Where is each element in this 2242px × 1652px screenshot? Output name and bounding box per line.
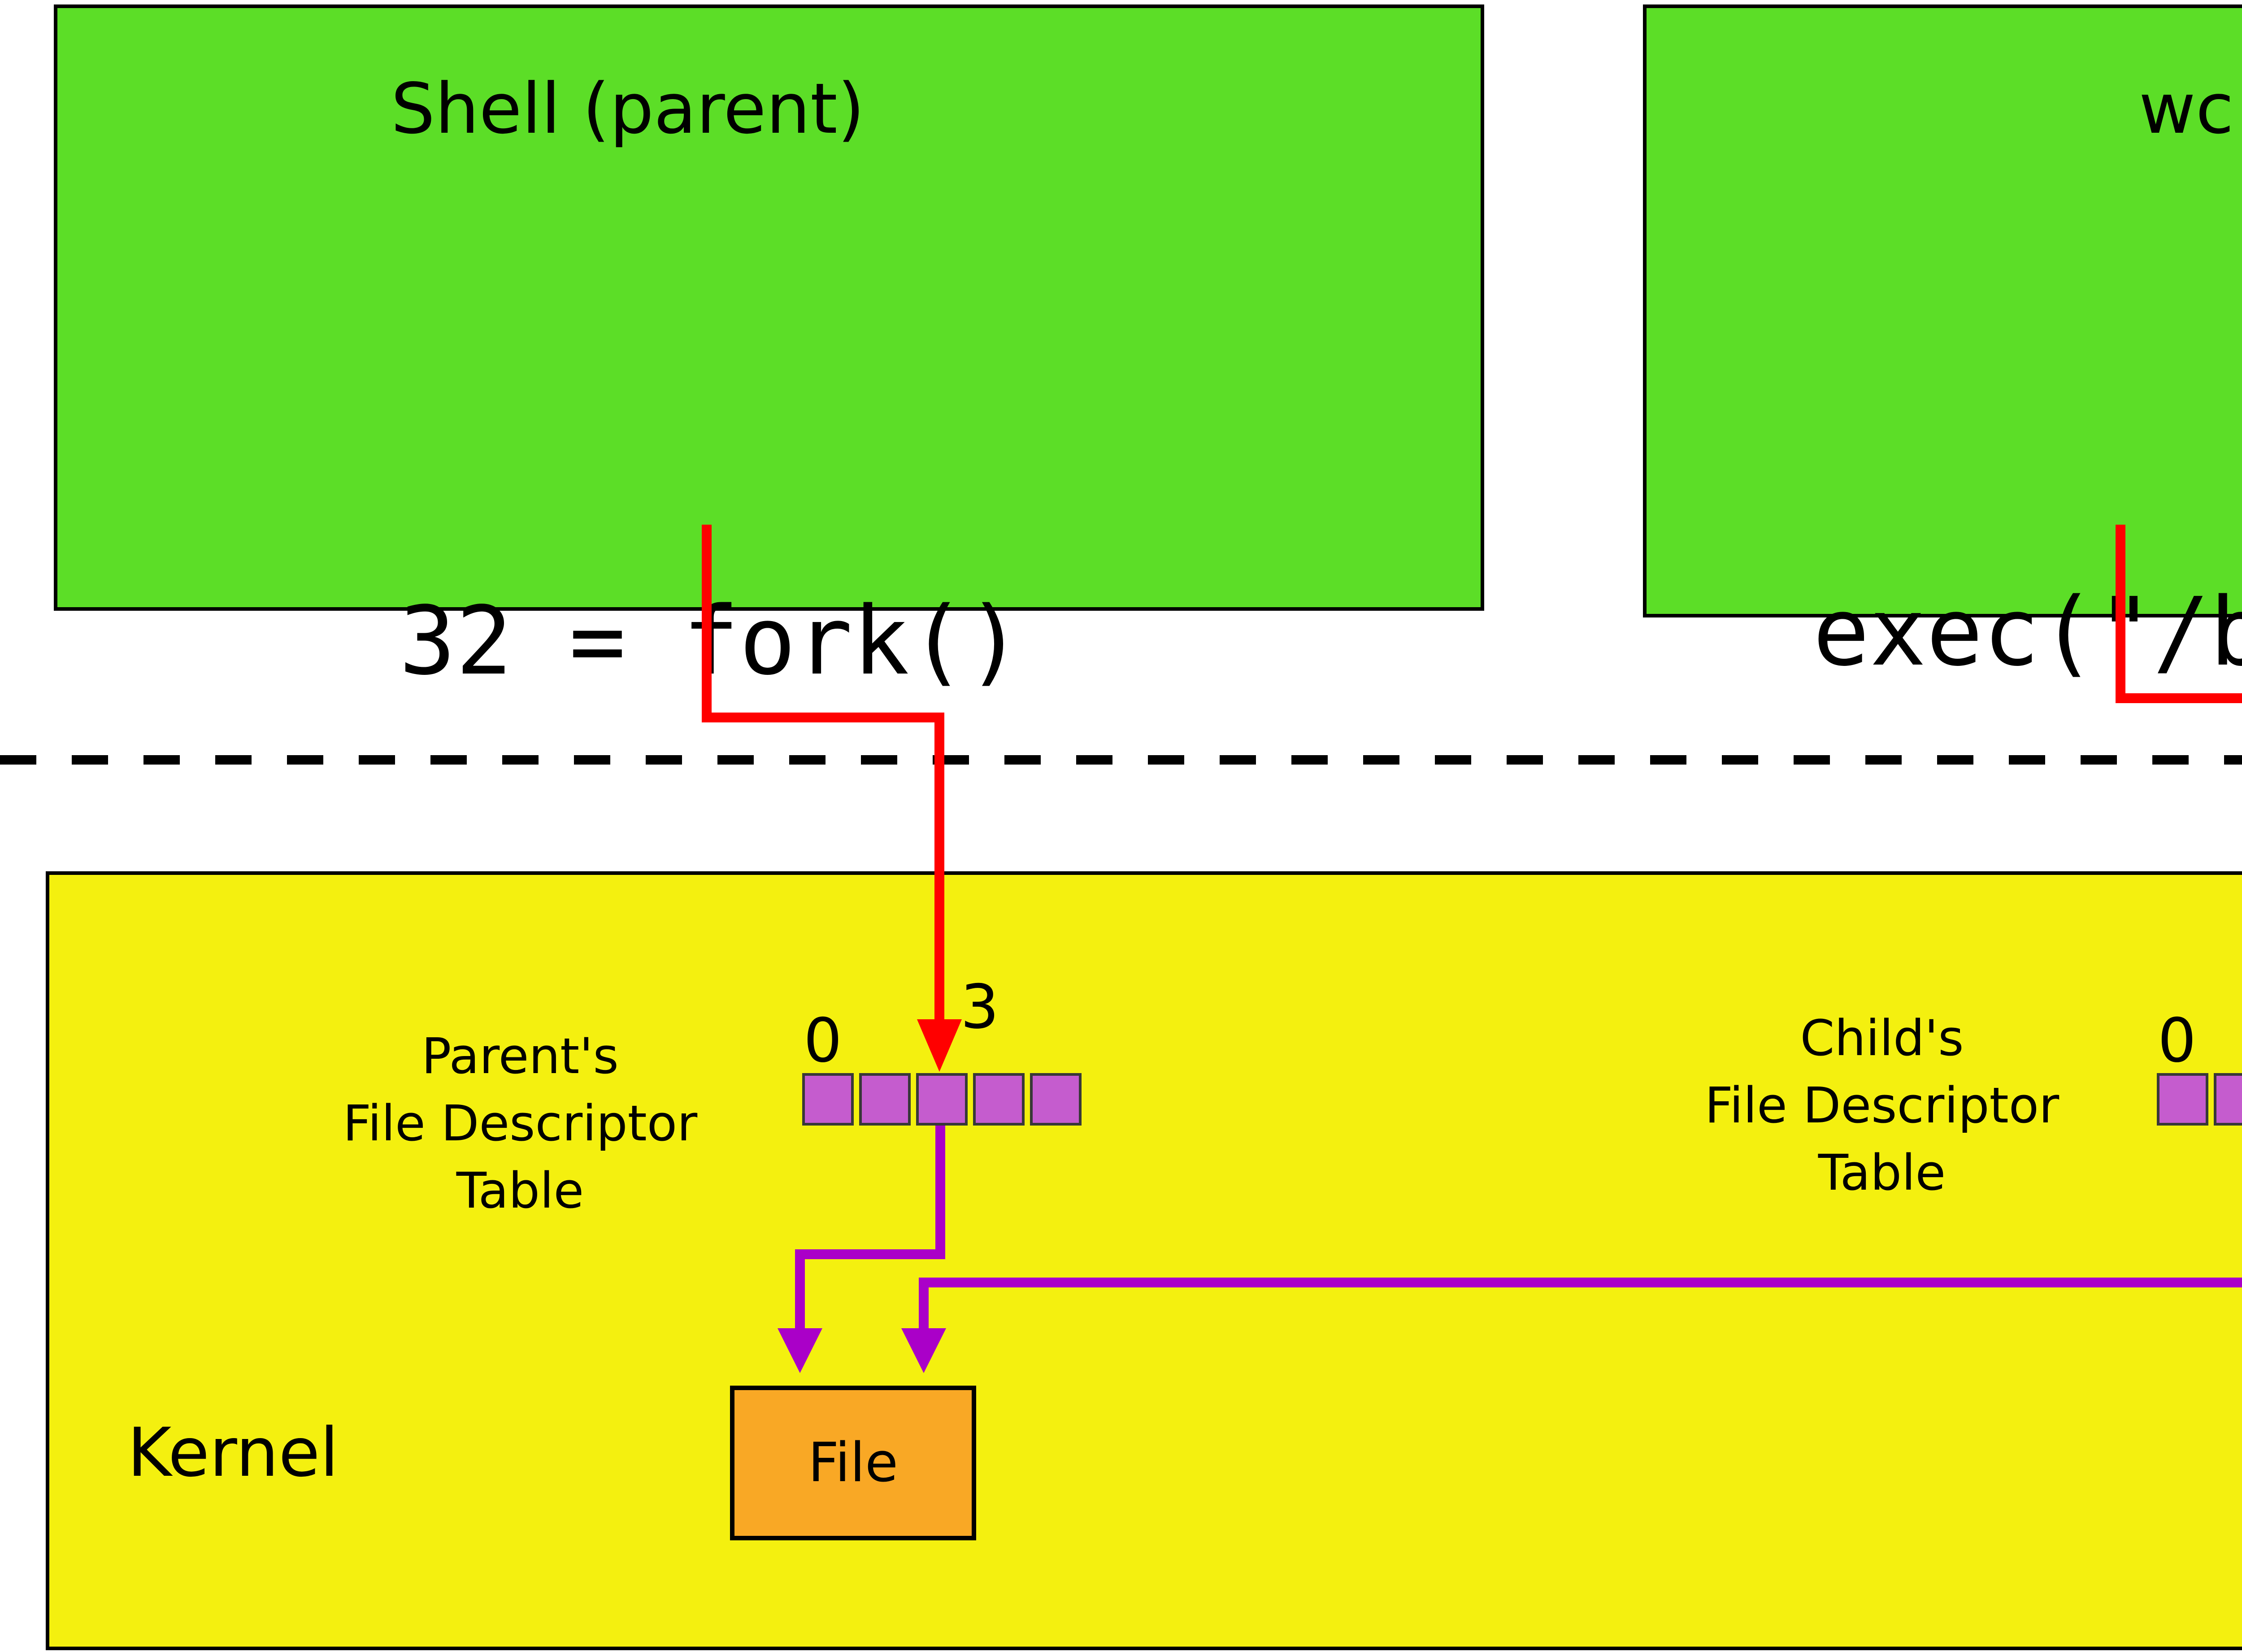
child-fd-pointer-segment-down2 <box>919 1278 929 1328</box>
parent-fd-index-3-label: 3 <box>960 971 999 1042</box>
child-fd-table-label: Child's File Descriptor Table <box>1658 1004 2106 1206</box>
parent-fd-cell-2 <box>916 1073 968 1126</box>
child-fd-table-label-line1: Child's <box>1800 1009 1964 1067</box>
parent-fd-pointer-segment-down1 <box>935 1126 945 1259</box>
kernel-box <box>46 871 2242 1650</box>
parent-fd-table-label: Parent's File Descriptor Table <box>296 1022 744 1224</box>
file-box: File <box>730 1386 976 1540</box>
parent-fd-pointer-segment-across <box>795 1249 945 1259</box>
parent-fd-table-label-line1: Parent's <box>421 1027 619 1085</box>
parent-fd-table-label-line2: File Descriptor <box>343 1095 698 1152</box>
shell-parent-box <box>54 4 1484 611</box>
wc-read-arrow-segment-down1 <box>2116 525 2125 703</box>
parent-fd-table <box>802 1073 1082 1126</box>
shell-box-title: Shell (parent) <box>391 68 865 149</box>
child-fd-table-label-line2: File Descriptor <box>1704 1077 2060 1134</box>
child-fd-cell-0 <box>2157 1073 2208 1126</box>
parent-fd-cell-3 <box>973 1073 1025 1126</box>
wc-box-title: wc -l <box>2138 68 2242 149</box>
shell-read-arrow-segment-down2 <box>934 713 944 1019</box>
parent-fd-cell-4 <box>1030 1073 1082 1126</box>
child-fd-index-0-label: 0 <box>2158 1005 2196 1076</box>
child-fd-cell-1 <box>2214 1073 2242 1126</box>
child-fd-table-label-line3: Table <box>1818 1144 1946 1201</box>
file-box-label: File <box>808 1432 898 1494</box>
wc-code-exec-line: exec("/bin/wc", argv) <box>1813 577 2242 687</box>
parent-fd-pointer-arrowhead-icon <box>778 1328 822 1373</box>
wc-read-arrow-segment-across <box>2116 693 2242 703</box>
wc-child-box <box>1643 4 2242 617</box>
parent-fd-index-0-label: 0 <box>804 1005 842 1076</box>
shell-read-arrowhead-icon <box>917 1019 962 1072</box>
parent-fd-cell-0 <box>802 1073 854 1126</box>
shell-read-arrow-segment-across <box>702 713 944 722</box>
child-fd-pointer-segment-across <box>919 1278 2242 1287</box>
child-fd-pointer-arrowhead-icon <box>901 1328 946 1373</box>
shell-read-arrow-segment-down1 <box>702 525 712 722</box>
parent-fd-pointer-segment-down2 <box>795 1249 805 1328</box>
parent-fd-cell-1 <box>859 1073 911 1126</box>
shell-code-fork-line: 32 = fork() <box>399 586 1023 696</box>
kernel-label: Kernel <box>127 1414 339 1492</box>
child-fd-table <box>2157 1073 2242 1126</box>
user-kernel-divider <box>0 755 2242 765</box>
parent-fd-table-label-line3: Table <box>456 1162 584 1219</box>
